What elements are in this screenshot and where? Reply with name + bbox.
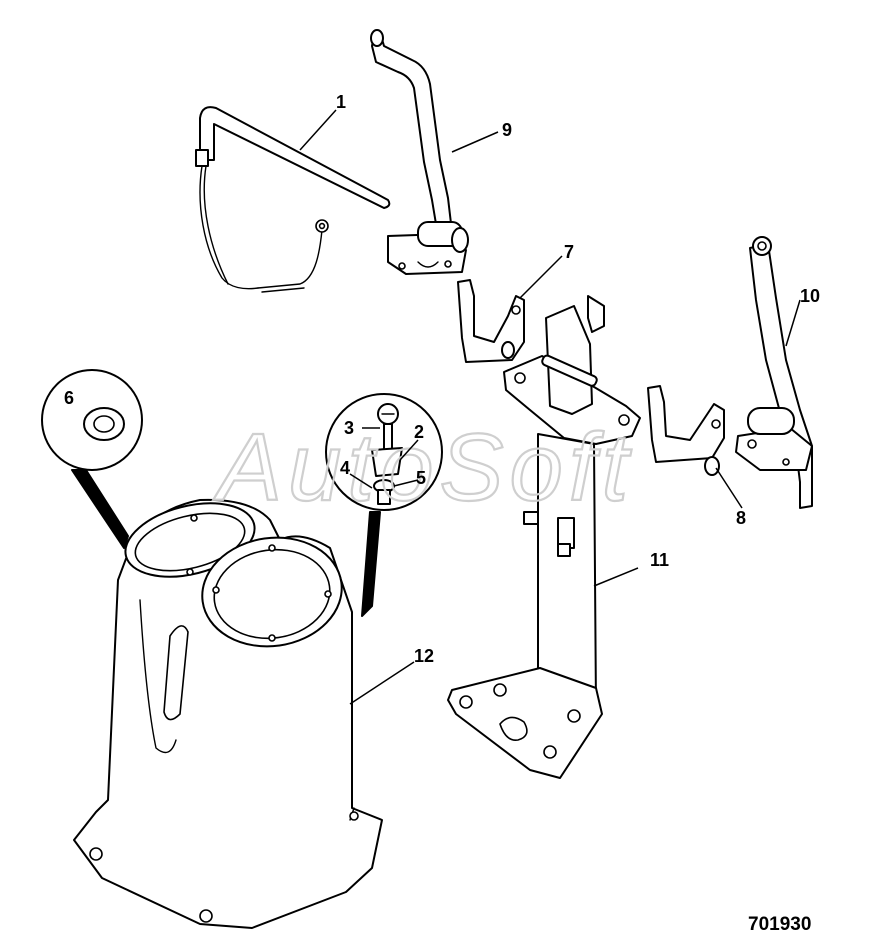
callout-4: 4	[340, 458, 350, 478]
part-8-bracket	[647, 385, 725, 476]
callout-2: 2	[414, 422, 424, 442]
callout-8: 8	[736, 508, 746, 528]
callout-labels: 1 2 3 4 5 6 7 8 9 10 11 12	[64, 92, 820, 666]
callout-5: 5	[416, 468, 426, 488]
part-7-bracket	[457, 279, 525, 363]
part-11-pedestal	[447, 295, 641, 779]
watermark-text: AutoSoft	[213, 414, 634, 521]
callout-1: 1	[336, 92, 346, 112]
callout-6: 6	[64, 388, 74, 408]
callout-12: 12	[414, 646, 434, 666]
callout-3: 3	[344, 418, 354, 438]
detail-6-bush	[41, 369, 143, 549]
part-9-lever	[370, 29, 469, 275]
callout-9: 9	[502, 120, 512, 140]
part-12-housing	[73, 498, 383, 929]
drawing-number: 701930	[748, 914, 811, 935]
part-1-cable-rod	[195, 106, 391, 293]
callout-leaders	[299, 109, 801, 705]
callout-11: 11	[650, 550, 669, 570]
part-10-lever	[735, 236, 813, 509]
callout-7: 7	[564, 242, 574, 262]
callout-10: 10	[800, 286, 820, 306]
